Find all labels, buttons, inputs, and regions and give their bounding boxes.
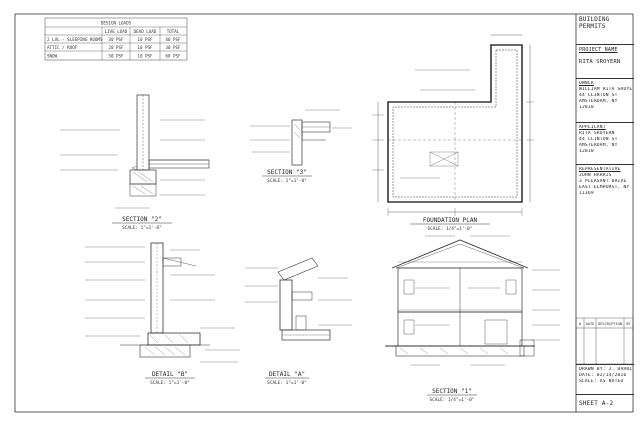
title-block-sheet-title: BUILDING PERMITS [576,14,634,44]
schedule-cell: 10 PSF [137,37,153,42]
sheet-border [14,13,634,413]
section-3-drawing [250,109,352,166]
schedule-cell: 40 PSF [165,37,181,42]
revision-col-number: # [579,322,582,326]
section-2-scale: SCALE: 1"=1'-0" [122,225,162,231]
schedule-cell: 10 PSF [137,54,153,59]
applicant-heading: APPLICANT [579,125,606,130]
title-block-owner: OWNER WILLIAM RITA SROYERN 44 CLINTON ST… [576,78,634,122]
schedule-cell: 50 PSF [108,54,124,59]
section-2-caption: SECTION "2" [122,216,162,223]
rep-zip: 11369 [579,191,594,196]
drawn-by: DRAWN BY: J. HARRIS [579,367,632,372]
schedule-row-label: ATTIC / ROOF [47,45,78,50]
drawn-date: DATE: 02/14/2016 [579,373,627,378]
project-name: RITA SROYERN [579,59,621,65]
applicant-city: AMSTERDAM, NY [579,143,618,148]
title-block-applicant: APPLICANT RITA SROYERN 44 CLINTON ST AMS… [576,122,634,164]
detail-b-drawing [85,242,240,363]
sheet-title-line-1: BUILDING [579,16,610,23]
schedule-cell: 10 PSF [137,45,153,50]
detail-b-scale: SCALE: 1"=1'-0" [150,380,190,386]
schedule-col-dead: DEAD LOAD [134,29,157,34]
owner-name: WILLIAM RITA SROYERN [579,87,632,92]
schedule-row-label: 2 LVL - SLEEPING ROOMS [47,37,103,42]
detail-a-caption: DETAIL "A" [269,371,305,378]
schedule-title: DESIGN LOADS [101,21,132,26]
applicant-street: 44 CLINTON ST [579,137,618,142]
project-label: PROJECT NAME [579,47,618,53]
schedule-cell: 20 PSF [108,45,124,50]
detail-a-drawing [245,257,352,341]
schedule-col-total: TOTAL [167,29,180,34]
revision-table [575,317,634,365]
detail-b-caption: DETAIL "B" [152,371,188,378]
drawn-scale: SCALE: AS NOTED [579,379,624,384]
foundation-plan-scale: SCALE: 1/4"=1'-0" [428,226,473,232]
owner-zip: 12010 [579,105,594,110]
title-block-drawn-info: DRAWN BY: J. HARRIS DATE: 02/14/2016 SCA… [576,364,634,394]
section-3-scale: SCALE: 1"=1'-0" [267,178,307,184]
schedule-row-label: SNOW [47,54,58,59]
section-1-drawing [385,235,560,366]
sheet-title-line-2: PERMITS [579,23,606,30]
foundation-plan-drawing [372,34,534,216]
schedule-cell: 30 PSF [108,37,124,42]
revision-col-by: BY [626,322,631,326]
detail-a-scale: SCALE: 1"=1'-0" [267,380,307,386]
applicant-name: RITA SROYERN [579,131,615,136]
title-block-sheet-number: SHEET A-2 [576,394,634,412]
rep-name: JOHN HARRIS [579,173,612,178]
title-block-project: PROJECT NAME RITA SROYERN [576,44,634,78]
rep-street: 3 PLEASANT DRIVE [579,179,627,184]
rep-city: EAST ELMHURST, NY [579,185,630,190]
section-1-caption: SECTION "1" [432,388,472,395]
owner-heading: OWNER [579,81,594,86]
foundation-plan-caption: FOUNDATION PLAN [423,217,478,224]
section-3-caption: SECTION "3" [267,169,307,176]
section-1-scale: SCALE: 1/4"=1'-0" [430,397,475,403]
revision-col-date: DATE [586,322,595,326]
sheet-number: SHEET A-2 [579,400,614,407]
applicant-zip: 12010 [579,149,594,154]
revision-col-description: DESCRIPTION [598,322,622,326]
schedule-cell: 30 PSF [165,45,181,50]
owner-street: 44 CLINTON ST [579,93,618,98]
section-2-drawing [60,94,210,209]
schedule-cell: 60 PSF [165,54,181,59]
schedule-col-live: LIVE LOAD [105,29,128,34]
title-block-representative: REPRESENTATIVE JOHN HARRIS 3 PLEASANT DR… [576,164,634,204]
rep-heading: REPRESENTATIVE [579,167,621,172]
design-loads-schedule: DESIGN LOADS LIVE LOAD DEAD LOAD TOTAL 2… [44,17,188,61]
owner-city: AMSTERDAM, NY [579,99,618,104]
